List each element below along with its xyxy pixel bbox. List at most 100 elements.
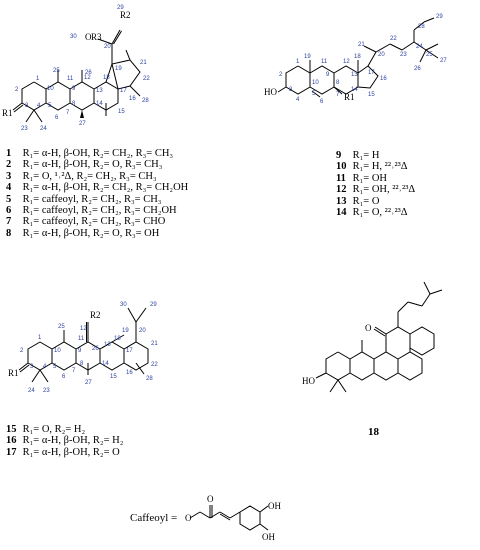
atom-number: 21 <box>151 341 158 347</box>
atom-number: 10 <box>54 348 61 354</box>
atom-number: 6 <box>62 374 66 380</box>
caffeoyl-skeleton <box>189 505 269 531</box>
sterol-atom-labels: HO R1 <box>264 87 355 102</box>
atom-number: 21 <box>358 42 365 48</box>
atom-number: 15 <box>110 374 117 380</box>
lupane-r3-o-label: O <box>85 32 92 42</box>
atom-number: 1 <box>296 59 300 65</box>
legend-row: 13 R₁= O <box>336 195 380 207</box>
atom-number: 4 <box>296 97 300 103</box>
atom-number: 14 <box>351 87 358 93</box>
atom-number: 9 <box>326 72 330 78</box>
atom-number: 7 <box>72 368 76 374</box>
atom-number: 11 <box>67 76 74 82</box>
atom-number: 7 <box>336 92 340 98</box>
atom-number: 26 <box>414 66 421 72</box>
atom-number: 10 <box>47 86 54 92</box>
atom-number: 21 <box>140 60 147 66</box>
atom-number: 24 <box>28 388 35 394</box>
legend-row: 9 R₁= H <box>336 150 380 161</box>
atom-number: 5 <box>312 91 316 97</box>
legend-row: 12 R₁= OH, ²²˒²³Δ <box>336 184 416 196</box>
atom-number: 19 <box>304 54 311 60</box>
atom-number: 6 <box>320 99 324 105</box>
atom-number: 12 <box>343 59 350 65</box>
atom-number: 2 <box>20 348 24 354</box>
legend-row: 17 R₁= α-H, β-OH, R₂= O <box>6 446 120 458</box>
legend-row: 16 R₁= α-H, β-OH, R₂= H₂ <box>6 435 124 447</box>
legend-row: 8 R₁= α-H, β-OH, R₂= O, R₃= OH <box>6 227 160 239</box>
atom-number: 28 <box>142 98 149 104</box>
atom-number: 26 <box>92 346 99 352</box>
atom-number: 26 <box>85 70 92 76</box>
sterol-skeleton <box>277 17 439 98</box>
legend-row: 10 R₁= H, ²²˒²³Δ <box>336 161 408 173</box>
lupane-skeleton <box>12 29 141 123</box>
atom-number: 17 <box>120 88 127 94</box>
atom-number: 24 <box>40 126 47 132</box>
atom-number: 24 <box>416 44 423 50</box>
cpd18-skeleton <box>315 281 443 393</box>
caffeoyl-oh1-label: OH <box>268 501 281 511</box>
atom-number: 19 <box>115 66 122 72</box>
atom-number: 23 <box>21 126 28 132</box>
legend-row: 3 R₁= O, ¹˒²Δ, R₂= CH₂, R₃= CH₃ <box>6 170 157 182</box>
atom-number: 11 <box>78 336 85 342</box>
lupane-atom-labels: R2 O R3 R1 <box>2 10 131 118</box>
legend-row: 1 R₁= α-H, β-OH, R₂= CH₂, R₃= CH₃ <box>6 148 174 159</box>
atom-number: 16 <box>129 96 136 102</box>
atom-number: 22 <box>390 36 397 42</box>
atom-number: 29 <box>436 14 443 20</box>
caffeoyl-oh2-label: OH <box>262 532 275 542</box>
atom-number: 20 <box>104 44 111 50</box>
atom-number: 30 <box>70 34 77 40</box>
atom-number: 20 <box>139 328 146 334</box>
atom-number: 1 <box>38 335 42 341</box>
atom-number: 14 <box>96 101 103 107</box>
atom-number: 5 <box>53 364 57 370</box>
atom-number: 13 <box>104 342 111 348</box>
oleanane-atom-labels: R2 R1 <box>8 310 101 378</box>
oleanane-r1-label: R1 <box>8 368 19 378</box>
atom-number: 27 <box>79 121 86 127</box>
atom-number: 9 <box>72 86 76 92</box>
caffeoyl-atom-labels: O O OH OH <box>185 494 281 542</box>
cpd18-ho-label: HO <box>302 376 315 386</box>
legend-row: 2 R₁= α-H, β-OH, R₂= O, R₃= CH₃ <box>6 159 163 171</box>
atom-number: 4 <box>43 364 47 370</box>
atom-number: 11 <box>321 59 328 65</box>
legend-oleanane: 15 R₁= O, R₂= H₂ 16 R₁= α-H, β-OH, R₂= H… <box>6 424 123 458</box>
atom-number: 16 <box>126 370 133 376</box>
sterol-atom-numbers: 1 2 3 4 5 6 7 8 9 10 11 12 13 14 15 16 1… <box>279 14 447 105</box>
legend-row: 5 R₁= caffeoyl, R₂= CH₂, R₃= CH₃ <box>6 193 162 205</box>
atom-number: 23 <box>400 52 407 58</box>
lupane-r2-label: R2 <box>120 10 131 20</box>
lupane-r1-label: R1 <box>2 108 13 118</box>
atom-number: 28 <box>146 376 153 382</box>
atom-number: 28 <box>418 24 425 30</box>
atom-number: 29 <box>150 302 157 308</box>
oleanane-r2-label: R2 <box>90 310 101 320</box>
atom-number: 9 <box>78 348 82 354</box>
atom-number: 18 <box>354 54 361 60</box>
atom-number: 8 <box>336 80 340 86</box>
atom-number: 17 <box>368 70 375 76</box>
atom-number: 29 <box>117 5 124 11</box>
sterol-r1-label: R1 <box>344 92 355 102</box>
cpd18-number: 18 <box>368 426 379 438</box>
legend-sterol: 9 R₁= H 10 R₁= H, ²²˒²³Δ 11 R₁= OH 12 R₁… <box>336 150 415 218</box>
atom-number: 8 <box>72 101 76 107</box>
atom-number: 8 <box>80 361 84 367</box>
atom-number: 20 <box>378 52 385 58</box>
oleanane-skeleton <box>18 307 149 383</box>
atom-number: 15 <box>368 92 375 98</box>
legend-row: 15 R₁= O, R₂= H₂ <box>6 424 86 435</box>
atom-number: 7 <box>66 110 70 116</box>
caffeoyl-o2-label: O <box>207 494 214 504</box>
atom-number: 16 <box>380 76 387 82</box>
legend-row: 4 R₁= α-H, β-OH, R₂= CH₂, R₃= CH₂OH <box>6 182 189 194</box>
atom-number: 2 <box>279 72 283 78</box>
sterol-ho-label: HO <box>264 87 277 97</box>
cpd18-atom-labels: O HO <box>302 323 372 386</box>
